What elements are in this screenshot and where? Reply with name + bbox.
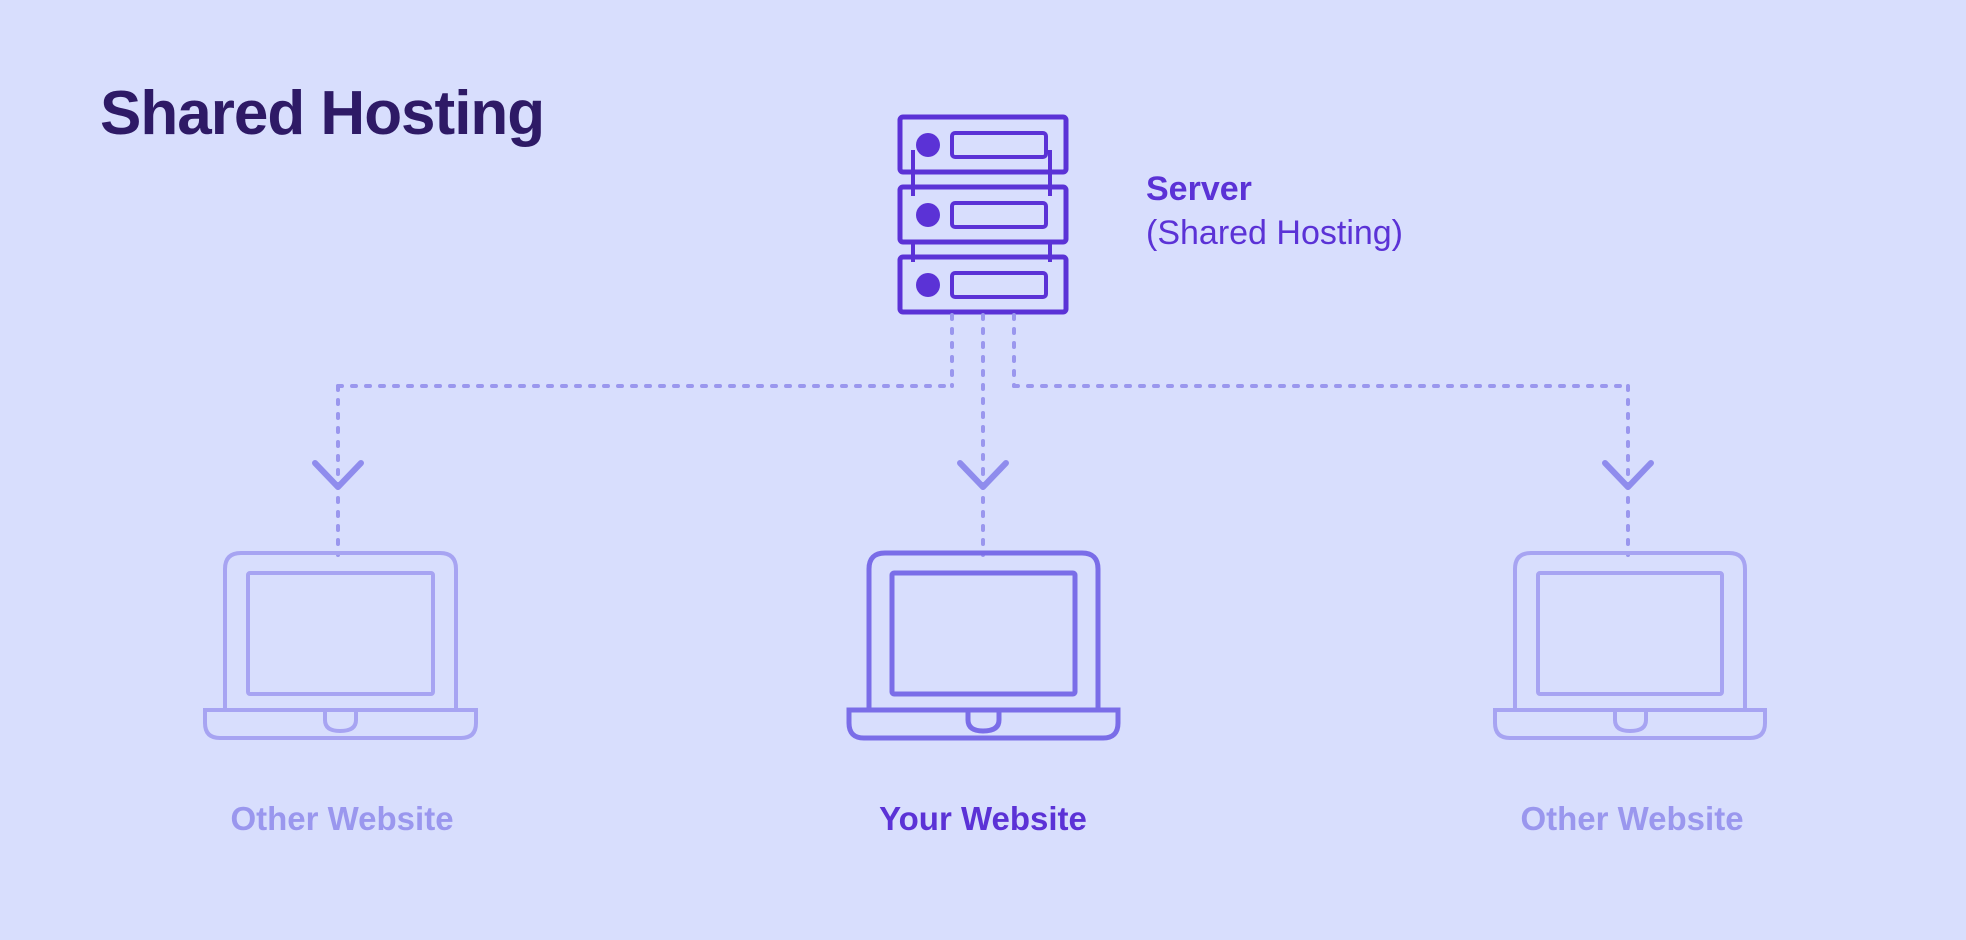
server-unit-2 [897,184,1069,245]
arrowhead-left [312,460,364,490]
laptop-icon-left [203,551,478,740]
server-label: Server (Shared Hosting) [1146,168,1403,255]
laptop-icon-center [846,550,1121,741]
arrowhead-center [957,460,1009,490]
node-label-left: Other Website [230,800,454,837]
page-title: Shared Hosting [100,79,545,148]
server-slot [950,131,1048,159]
server-status-light [916,133,940,157]
server-slot [950,201,1048,229]
server-slot [950,271,1048,299]
node-label-center: Your Website [879,800,1087,837]
server-unit-1 [897,114,1069,175]
server-rack-icon [897,114,1069,315]
arrowhead-right [1602,460,1654,490]
connector-lines [312,313,1654,557]
server-label-subtitle: (Shared Hosting) [1146,213,1404,252]
server-label-title: Server [1146,170,1252,208]
server-status-light [916,203,940,227]
node-label-right: Other Website [1520,800,1744,837]
laptop-icon-right [1493,551,1767,740]
server-unit-3 [897,254,1069,315]
server-status-light [916,273,940,297]
